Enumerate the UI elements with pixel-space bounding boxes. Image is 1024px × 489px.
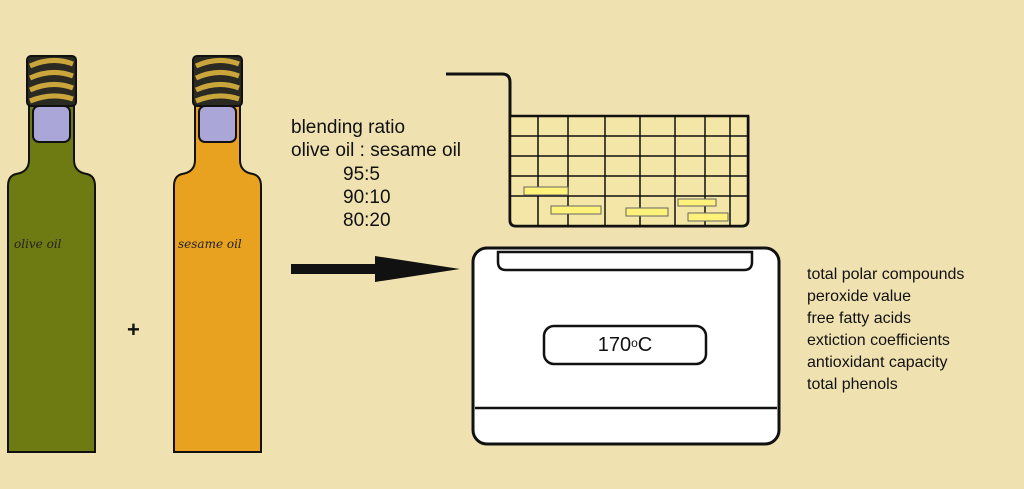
fryer-basket xyxy=(446,72,750,228)
ratio-item: 80:20 xyxy=(343,210,391,231)
analysis-item: free fatty acids xyxy=(807,310,912,327)
analysis-item: total phenols xyxy=(807,376,898,393)
temperature-display xyxy=(542,324,708,366)
blending-ratio-title: blending ratio xyxy=(291,117,406,138)
fryer-body xyxy=(471,246,781,446)
temperature-degree: o xyxy=(631,336,638,350)
analysis-item: antioxidant capacity xyxy=(807,354,948,371)
plus-sign: + xyxy=(127,317,140,342)
analysis-item: extiction coefficients xyxy=(807,332,950,349)
olive-oil-label: olive oil xyxy=(14,237,62,251)
analysis-item: total polar compounds xyxy=(807,266,965,283)
olive-oil-bottle xyxy=(7,55,96,453)
analysis-item: peroxide value xyxy=(807,288,912,305)
food-pieces xyxy=(523,186,729,222)
ratio-item: 90:10 xyxy=(343,187,391,208)
sesame-oil-bottle xyxy=(173,55,262,453)
analyses-list: total polar compounds peroxide value fre… xyxy=(807,264,964,396)
ratio-item: 95:5 xyxy=(343,164,380,185)
temperature-unit: C xyxy=(637,333,653,356)
process-arrow xyxy=(291,256,460,282)
ratio-list: 95:5 90:10 80:20 xyxy=(343,163,391,232)
temperature-value: 170 xyxy=(597,333,632,356)
blending-ratio-subtitle: olive oil : sesame oil xyxy=(291,140,462,161)
sesame-oil-label: sesame oil xyxy=(178,237,242,251)
